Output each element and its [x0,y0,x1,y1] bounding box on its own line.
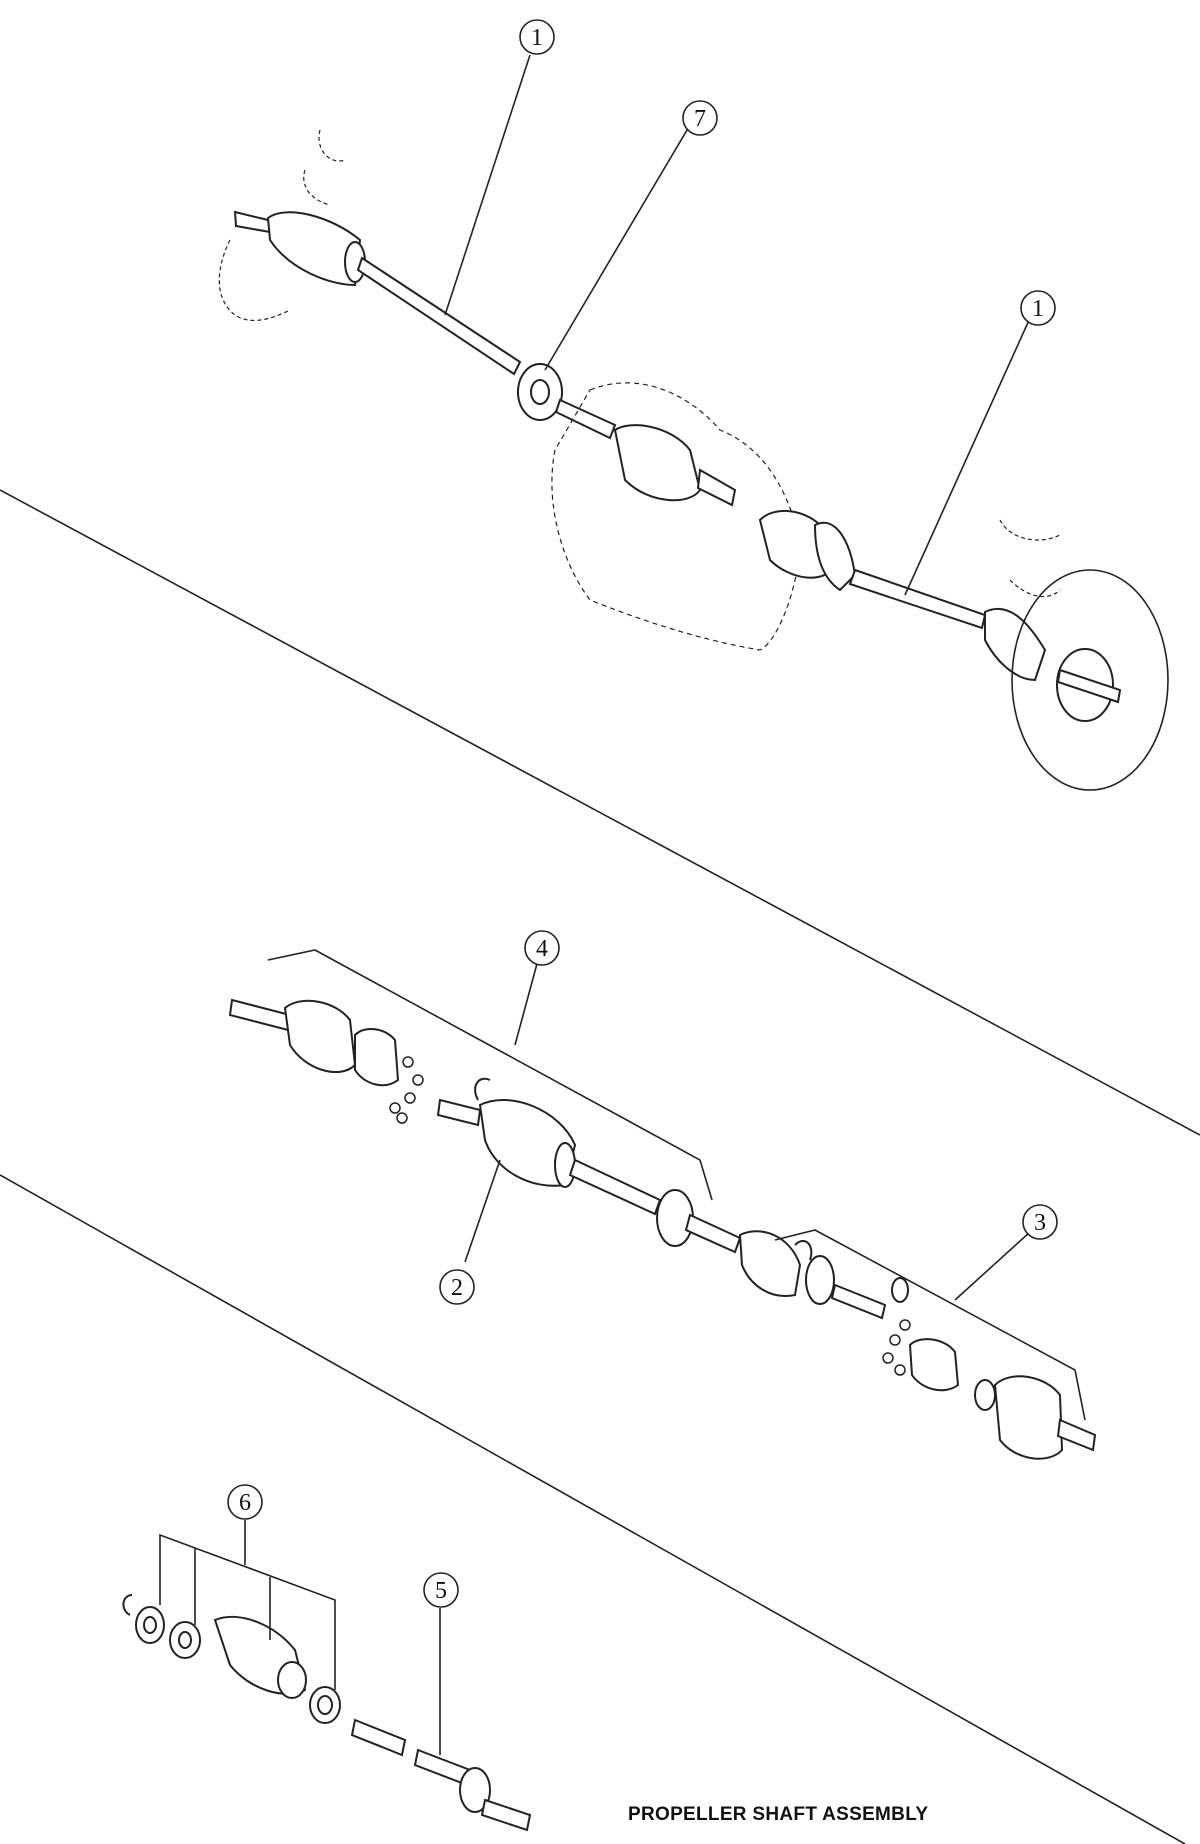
left-stub-shaft [233,210,272,234]
outer-joint-balls [389,1056,424,1124]
callout-circle [1022,1204,1058,1240]
knuckle-left-outline [218,129,346,322]
callout-number: 5 [435,1578,447,1604]
main-shaft [568,1158,662,1216]
leader-4 [514,959,539,1046]
callout-2: 2 [439,1269,475,1305]
leader-lines [244,54,1031,1755]
inner-joint-outer-race [993,1375,1064,1460]
leader-3 [954,1231,1031,1301]
brake-disc [1011,569,1169,791]
ball [894,1364,906,1376]
inboard-spline-shaft [436,1098,482,1127]
leader-2 [464,1159,501,1263]
outer-joint-housing [283,999,357,1074]
leader-7 [544,124,691,371]
outer-stub-shaft [228,998,292,1032]
callout-number: 6 [239,1490,251,1516]
inner-boot [738,1230,802,1297]
callout-1-top: 1 [519,19,555,55]
retaining-clip [122,1594,133,1616]
yoke-eye [277,1661,307,1699]
inner-joint-cage [908,1338,960,1392]
bracket-4 [267,949,713,1201]
front-drive-shaft-installed [218,129,1169,791]
bracket-6 [159,1533,336,1690]
seal-outer-hole [143,1616,157,1634]
callout-3: 3 [1022,1204,1058,1240]
callout-number: 7 [694,106,706,132]
callout-circle [423,1572,459,1608]
ball [402,1056,414,1068]
divider-upper [0,489,1200,1136]
boot-clamp [554,1142,576,1188]
callout-circle [524,930,560,966]
circlip [974,1379,996,1411]
drive-shaft-exploded [228,998,1097,1460]
group-brackets [159,949,1086,1690]
left-outer-boot [266,211,362,287]
left-axle-bar [356,256,522,376]
leader-1-right [904,317,1031,596]
callout-7: 7 [682,100,718,136]
callout-number: 3 [1034,1210,1046,1236]
callout-circle [227,1484,263,1520]
diagram-caption: PROPELLER SHAFT ASSEMBLY [628,1804,929,1825]
outer-joint-cage [354,1028,400,1087]
leader-1-top [444,54,531,316]
propeller-spline [480,1798,532,1832]
inner-joint-housing [613,424,702,502]
seal-inner-hole [317,1695,333,1715]
inner-joint-balls [882,1319,911,1376]
inner-boot-band [794,1240,813,1261]
propeller-flange [459,1767,491,1813]
damper-ring [656,1189,694,1247]
bearing-hole [178,1631,192,1649]
ball [899,1319,911,1331]
bracket-3 [774,1229,1086,1421]
propeller-shaft-parts [122,1594,532,1832]
callout-circle [519,19,555,55]
inner-joint-spline [696,468,737,507]
transmission-outline [551,382,801,651]
callout-4: 4 [524,930,560,966]
main-shaft-inner [684,1213,742,1254]
hub-stud [1056,668,1122,704]
callout-circle [439,1269,475,1305]
callout-5: 5 [423,1572,459,1608]
joint-shaft [554,398,617,440]
callout-number: 4 [536,936,548,962]
right-axle-bar [848,568,987,630]
callout-number: 1 [531,25,543,51]
snap-ring [891,1277,909,1303]
callouts: 1 7 1 4 2 3 6 5 [227,19,1058,1608]
callout-6: 6 [227,1484,263,1520]
right-outer-boot [984,607,1047,682]
callout-number: 2 [451,1275,463,1301]
center-bearing-inner [530,379,550,405]
ball [404,1092,416,1104]
divider-lower [0,1174,1186,1844]
inner-stub-shaft [830,1283,887,1320]
callout-number: 1 [1032,296,1044,322]
knuckle-right-outline [999,519,1061,598]
inner-spider-ring [805,1255,835,1305]
section-dividers [0,489,1200,1844]
ball [882,1352,894,1364]
callout-circle [682,100,718,136]
ball [389,1102,401,1114]
ball [412,1074,424,1086]
right-inner-boot [813,522,857,592]
inner-race-spline [1056,1418,1097,1452]
ball [396,1112,408,1124]
boot-band [474,1077,491,1101]
intermediate-shaft [350,1718,407,1757]
callout-1-right: 1 [1020,290,1056,326]
ball [889,1334,901,1346]
callout-circle [1020,290,1056,326]
